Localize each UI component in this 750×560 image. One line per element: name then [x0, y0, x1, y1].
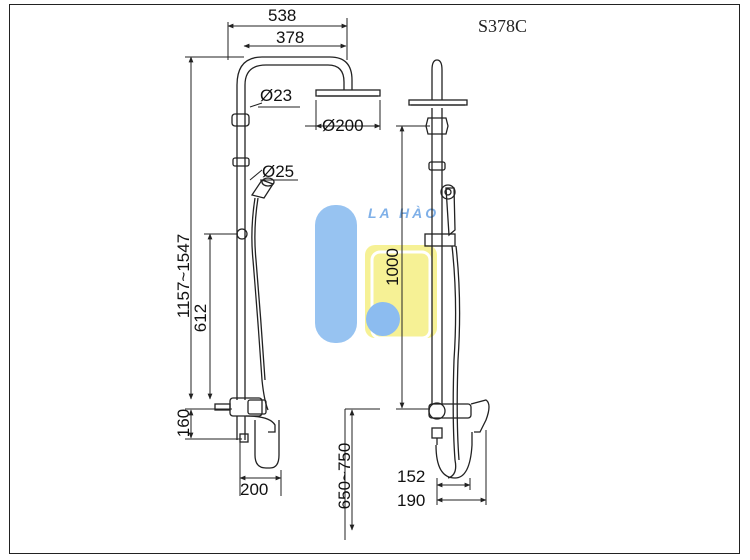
dim-rail-height: 612: [191, 304, 210, 332]
drawing-frame: [9, 4, 740, 554]
dim-outlet-height: 160: [174, 409, 193, 437]
dim-slide-height: 1000: [383, 248, 402, 286]
dim-wall-offset-b: 190: [397, 491, 425, 510]
front-view: [214, 56, 381, 469]
model-code: S378C: [478, 16, 527, 36]
dim-head-diameter: Ø200: [322, 116, 364, 135]
front-dimensions: [185, 18, 381, 496]
dim-arm-width: 378: [276, 28, 304, 47]
side-view: [408, 59, 490, 479]
dim-overall-width: 538: [268, 6, 296, 25]
dim-wall-offset-a: 152: [397, 467, 425, 486]
dim-arm-tube-diameter: Ø23: [260, 86, 292, 105]
watermark-text: LA HÀO: [368, 205, 439, 221]
dim-spout-reach: 200: [240, 480, 268, 499]
side-dimensions: [344, 125, 487, 540]
dim-riser-diameter: Ø25: [262, 162, 294, 181]
dim-install-height: 650~750: [335, 443, 354, 510]
watermark-logo: [315, 205, 437, 343]
dim-adjustable-height: 1157~1547: [174, 234, 193, 318]
